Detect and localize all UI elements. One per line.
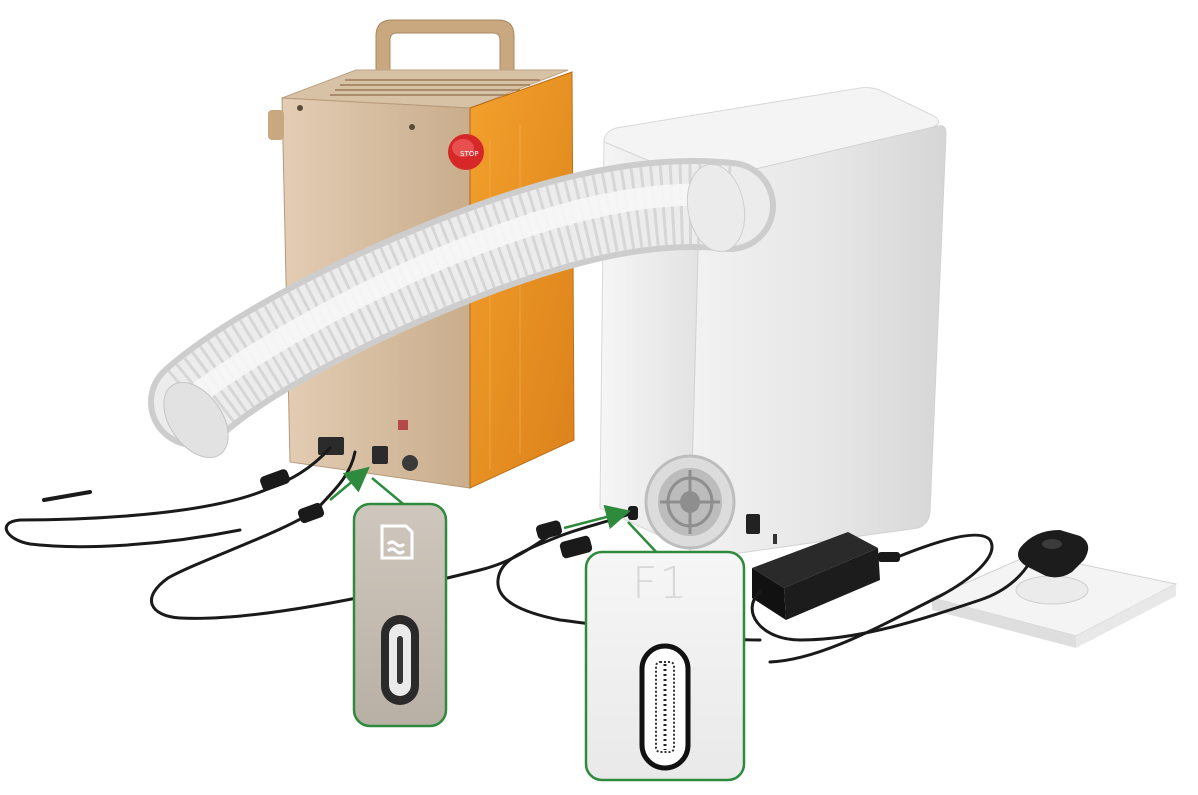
air-purifier: [599, 87, 947, 559]
purifier-fan-grille: [644, 454, 736, 550]
wall-socket: [930, 530, 1178, 648]
wall-plug: [1018, 530, 1089, 578]
arrow-to-laser-port: [329, 466, 370, 501]
laser-power-port: [318, 437, 344, 455]
laser-usb-port: [372, 446, 388, 464]
cables: [4, 446, 1032, 664]
svg-text:STOP: STOP: [460, 150, 478, 158]
emergency-stop-button: STOP: [448, 134, 484, 170]
air-assist-icon: [380, 524, 414, 560]
laser-aux-port: [402, 455, 418, 471]
usb-c-port-icon: [639, 643, 691, 771]
arrow-to-purifier-port: [563, 504, 631, 530]
power-adapter: [752, 532, 900, 620]
purifier-power-switch: [746, 514, 760, 534]
callout-laser-usb-c: [352, 502, 448, 728]
usb-c-port-icon: [381, 615, 419, 705]
laser-top-vent: [330, 79, 540, 96]
laser-side-knob: [268, 110, 284, 140]
callout-purifier-usb-c: F1: [584, 550, 746, 782]
hose-end-right: [686, 163, 746, 253]
exhaust-hose: [148, 158, 776, 458]
purifier-port-label: F1: [632, 558, 689, 609]
hose-end-left: [163, 382, 229, 458]
